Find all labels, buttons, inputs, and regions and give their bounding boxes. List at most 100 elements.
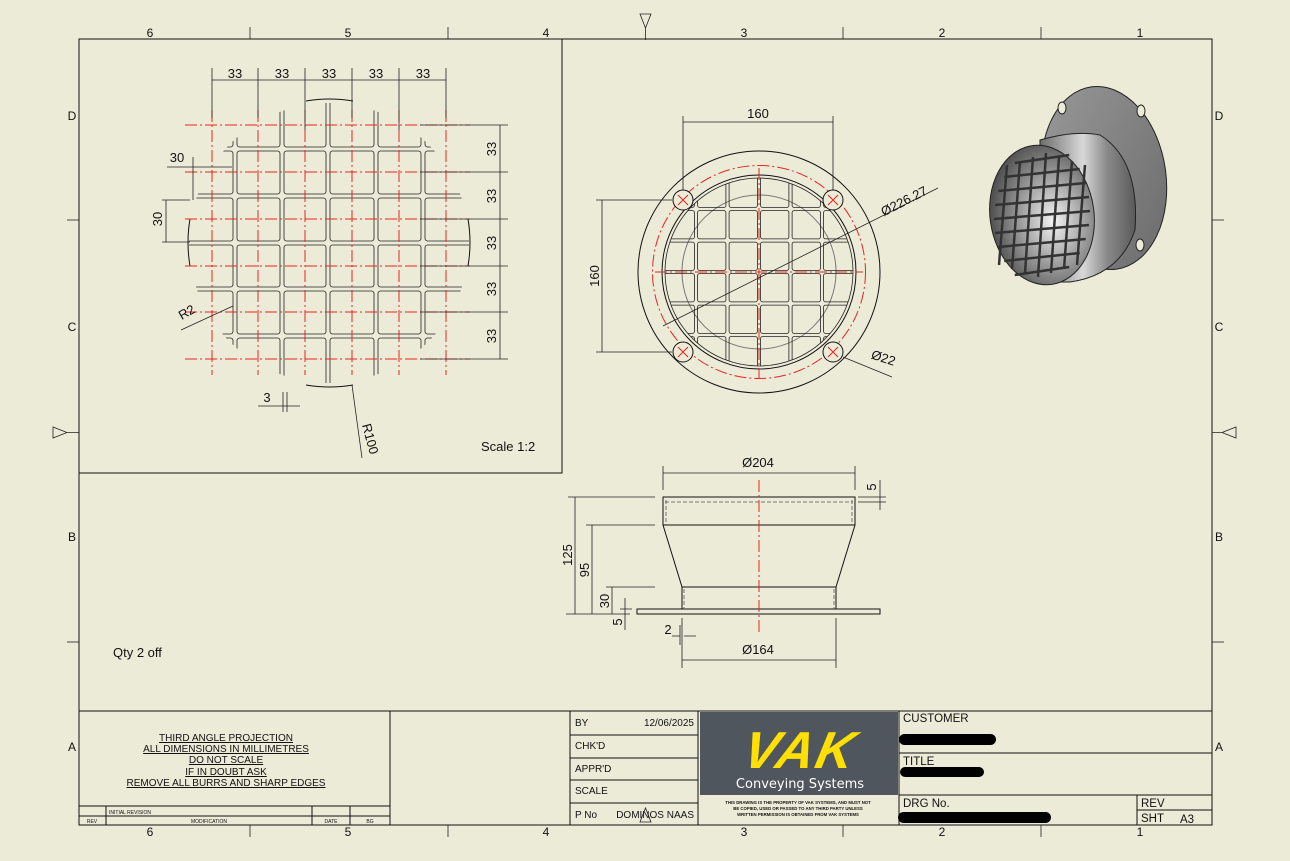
edge-offset-v-dim: 30	[150, 212, 165, 226]
grid-opening	[665, 210, 695, 240]
bar-width-dim: 3	[263, 390, 270, 405]
grid-opening	[823, 304, 853, 334]
iso-grid-bar	[1062, 160, 1074, 270]
zone-row-left: D	[68, 109, 77, 123]
disclaimer-line: WRITTEN PERMISSION IS OBTAINED FROM VAK …	[737, 812, 859, 817]
edge-offset-h-dim: 30	[170, 150, 184, 165]
row-dim: 33	[484, 189, 499, 203]
by-date: 12/06/2025	[644, 718, 694, 729]
zone-col-top: 3	[741, 26, 748, 40]
grid-opening	[728, 178, 758, 208]
pitch-dim: 33	[228, 66, 242, 81]
iso-grid-bar	[1075, 164, 1087, 266]
grid-opening	[424, 103, 469, 148]
zone-col-bottom: 2	[939, 825, 946, 839]
grid-opening	[823, 210, 853, 240]
dimension-line	[162, 157, 232, 243]
zone-col-top: 4	[543, 26, 550, 40]
row-dim: 33	[484, 142, 499, 156]
zone-col-bottom: 3	[741, 825, 748, 839]
side-view: Ø204 5 125 95 30 5 2 Ø164	[560, 455, 886, 668]
note-line: IF IN DOUBT ASK	[185, 767, 267, 778]
zone-col-bottom: 5	[345, 825, 352, 839]
grid-opening	[697, 210, 727, 240]
revision-row: INITIAL REVISION	[109, 810, 151, 816]
hole-dia-dim: Ø22	[869, 347, 897, 369]
cone-height-dim: 95	[577, 563, 592, 577]
row-dim: 33	[484, 329, 499, 343]
grid-opening	[728, 241, 758, 271]
rev-header: REV	[87, 819, 98, 825]
grid-opening	[760, 304, 790, 334]
zone-col-bottom: 6	[147, 825, 154, 839]
corner-radius-dim: R2	[176, 301, 198, 322]
grid-opening	[189, 337, 234, 383]
hole-center-mark	[827, 346, 839, 358]
grid-opening	[697, 304, 727, 334]
zone-row-left: C	[68, 320, 77, 334]
modification-header: MODIFICATION	[191, 819, 227, 825]
iso-grid-bar	[998, 237, 1086, 249]
iso-grid-bar	[994, 223, 1090, 235]
zone-row-left: B	[68, 530, 76, 544]
redacted-drawing-no	[898, 812, 1051, 823]
top-dia-dim: Ø204	[742, 455, 774, 470]
grid-opening	[760, 210, 790, 240]
grid-opening	[823, 273, 853, 303]
iso-grid-bar	[998, 181, 1086, 193]
by-label: BY	[575, 718, 589, 729]
grid-opening	[189, 103, 234, 148]
iso-grid-bar	[1004, 167, 1080, 179]
grid-opening	[728, 304, 758, 334]
date-header: DATE	[325, 819, 339, 825]
grid-opening	[791, 241, 821, 271]
checked-label: CHK'D	[575, 741, 605, 752]
scale-label: Scale 1:2	[481, 439, 535, 454]
hole-center-mark	[827, 194, 839, 206]
rim-thickness-dim: 5	[864, 483, 879, 490]
grid-opening	[665, 241, 695, 271]
zone-row-right: A	[1215, 740, 1223, 754]
iso-grid-bar	[1014, 153, 1070, 165]
grid-opening	[728, 336, 758, 366]
zone-col-top: 6	[147, 26, 154, 40]
dimension-line	[180, 305, 363, 459]
bg-header: BG	[366, 819, 373, 825]
hole-center-mark	[677, 194, 689, 206]
note-line: REMOVE ALL BURRS AND SHARP EDGES	[127, 778, 326, 789]
wall-thickness-dim: 2	[664, 622, 671, 637]
grid-opening	[791, 273, 821, 303]
pitch-dim: 33	[275, 66, 289, 81]
grid-opening	[424, 337, 469, 383]
scale-field-label: SCALE	[575, 786, 608, 797]
iso-grid-bar	[993, 209, 1091, 221]
vak-logo: VAK Conveying Systems	[700, 712, 898, 795]
grid-opening	[760, 273, 790, 303]
grid-opening	[665, 304, 695, 334]
iso-grid-bar	[1010, 160, 1022, 270]
front-view: 160 160 Ø226.27 Ø22	[587, 106, 939, 394]
grid-opening	[823, 241, 853, 271]
grid-opening	[791, 178, 821, 208]
pitch-dim: 33	[369, 66, 383, 81]
zone-col-bottom: 1	[1137, 825, 1144, 839]
zone-labels: 6 5 4 3 2 1 6 5 4 3 2 1 D C B A D C B A	[68, 26, 1224, 839]
flange-thickness-dim: 5	[610, 618, 625, 625]
disclaimer-line: THIS DRAWING IS THE PROPERTY OF VAK SYST…	[725, 800, 871, 805]
disclaimer-line: BE COPIED, USED OR PASSED TO ANY THIRD P…	[733, 806, 863, 811]
part-no-label: P No	[575, 810, 597, 821]
sheet-size: A3	[1180, 814, 1194, 826]
customer-label: CUSTOMER	[903, 713, 969, 725]
detail-view-grid: 33 33 33 33 33 33 33 33 33 33 30 30 R2 3…	[79, 39, 563, 474]
note-line: DO NOT SCALE	[189, 755, 264, 766]
grid-opening	[760, 241, 790, 271]
logo-tagline: Conveying Systems	[736, 777, 864, 792]
iso-grid-bar	[1014, 265, 1070, 277]
iso-grid-bar	[1004, 251, 1080, 263]
grid-opening	[665, 273, 695, 303]
spigot-dia-dim: Ø164	[742, 642, 774, 657]
grid-opening	[697, 241, 727, 271]
approved-label: APPR'D	[575, 764, 611, 775]
note-line: ALL DIMENSIONS IN MILLIMETRES	[143, 744, 309, 755]
hole-pitch-v-dim: 160	[587, 265, 602, 287]
